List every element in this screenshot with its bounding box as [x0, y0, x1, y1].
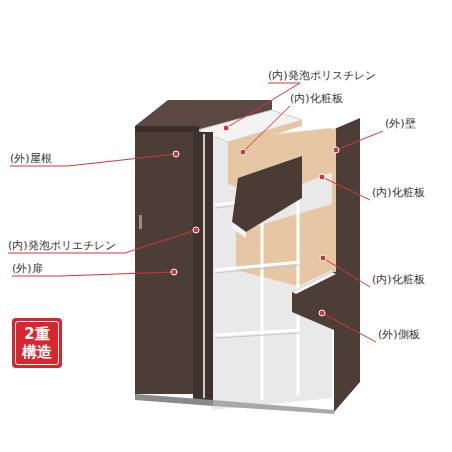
- base-rail: [213, 400, 334, 414]
- part-label: (内)発泡ポリエチレン: [8, 239, 116, 252]
- foam-edge: [292, 272, 336, 294]
- roof-edge: [135, 126, 199, 132]
- foam-edge: [232, 222, 246, 238]
- door-overlap: [193, 132, 213, 400]
- door-foam-line: [203, 134, 205, 398]
- part-label: (内)化粧板: [372, 273, 425, 286]
- part-label: (内)化粧板: [290, 92, 343, 105]
- badge-text: 2重 構造: [20, 325, 54, 361]
- panel-slab: [232, 156, 302, 232]
- badge-border: 2重 構造: [15, 321, 59, 365]
- door-handle: [139, 215, 142, 229]
- base-rail: [135, 394, 213, 406]
- leader-dots: [171, 125, 339, 316]
- part-label: (内)化粧板: [372, 186, 425, 199]
- badge-box: 2重 構造: [12, 318, 62, 368]
- side-panel: [292, 118, 360, 412]
- leader-lines: [8, 83, 383, 342]
- part-label: (外)屋根: [10, 152, 52, 165]
- interior-back: [212, 128, 332, 410]
- part-label: (外)側板: [378, 328, 420, 341]
- roof-panel: [228, 120, 302, 148]
- part-label: (内)発泡ポリスチレン: [268, 69, 376, 82]
- part-label: (外)壁: [385, 117, 416, 130]
- door: [135, 132, 197, 394]
- part-label: (外)扉: [12, 262, 43, 275]
